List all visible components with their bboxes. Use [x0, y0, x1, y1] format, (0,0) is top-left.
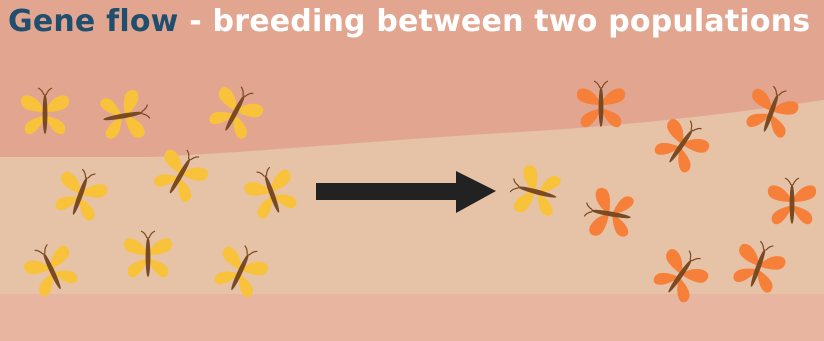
title-keyword: Gene flow	[8, 4, 179, 39]
bottom-ground	[0, 294, 824, 341]
title-subtitle: - breeding between two populations	[179, 4, 811, 39]
page-title: Gene flow - breeding between two populat…	[8, 0, 810, 44]
